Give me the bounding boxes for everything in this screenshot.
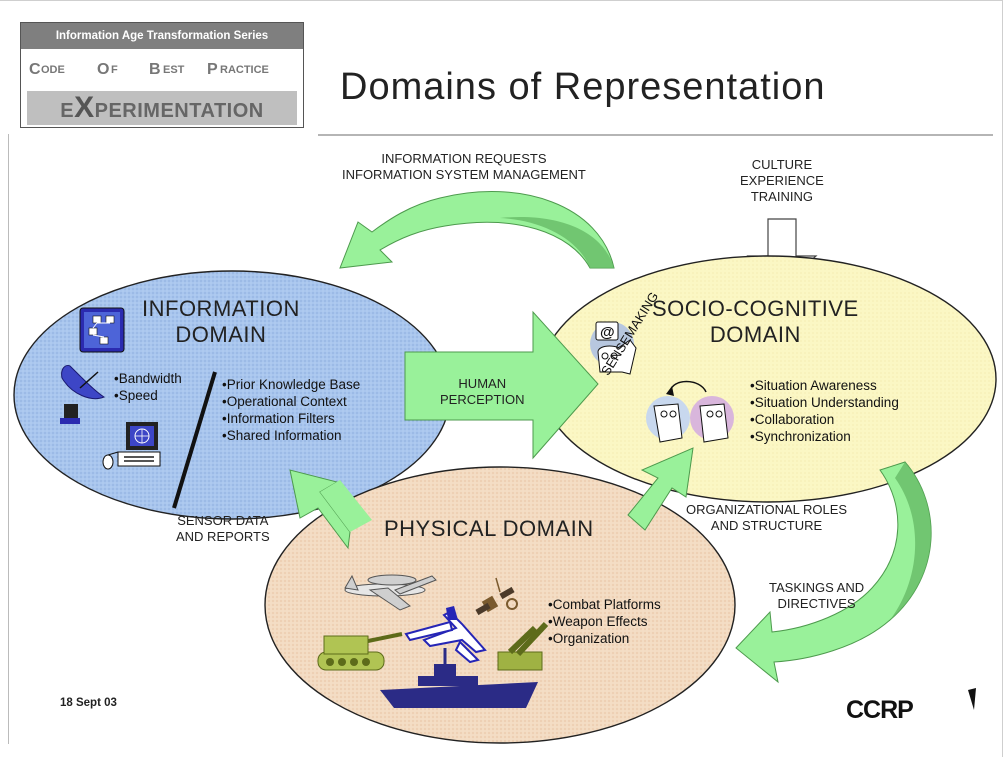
slide-date: 18 Sept 03 (60, 697, 117, 709)
information-domain-title: INFORMATION DOMAIN (142, 296, 300, 348)
org-roles-label: ORGANIZATIONAL ROLES AND STRUCTURE (686, 502, 847, 534)
info-requests-label: INFORMATION REQUESTS INFORMATION SYSTEM … (342, 151, 586, 183)
human-perception-line1: HUMAN (458, 376, 507, 391)
sensemaking-icon (646, 380, 734, 443)
taskings-line1: TASKINGS AND (769, 580, 865, 595)
info-separator-line (172, 371, 217, 509)
svg-text:@: @ (600, 324, 615, 341)
bullet-weapon-effects: •Weapon Effects (548, 614, 648, 629)
physical-domain-ellipse (264, 466, 736, 744)
series-label: Information Age Transformation Series (21, 23, 303, 49)
bullet-organization: •Organization (548, 631, 630, 646)
bullet-speed: •Speed (114, 388, 158, 403)
taskings-label: TASKINGS AND DIRECTIVES (769, 580, 864, 612)
info-bullets-right: •Prior Knowledge Base •Operational Conte… (222, 376, 360, 444)
cobp-c: C (29, 61, 41, 78)
info-title-line2: DOMAIN (175, 322, 267, 347)
sensor-data-line1: SENSOR DATA (177, 513, 269, 528)
bullet-synchronization: •Synchronization (750, 429, 851, 444)
code-of-best-practice: C ODE O F B EST P RACTICE (27, 57, 297, 83)
exp-x: X (74, 91, 95, 124)
human-perception-label: HUMAN PERCEPTION (440, 376, 525, 408)
culture-line2: EXPERIENCE (740, 173, 824, 188)
socio-title-line1: SOCIO-COGNITIVE (652, 296, 859, 321)
bullet-prior-knowledge: •Prior Knowledge Base (222, 377, 361, 392)
culture-line3: TRAINING (750, 189, 813, 204)
sensor-data-arrow-body (320, 480, 372, 532)
computer-icon (102, 422, 161, 470)
ccrp-logo (968, 688, 976, 710)
cobp-b: B (149, 61, 161, 78)
page-title: Domains of Representation (340, 66, 826, 108)
org-roles-arrow (627, 447, 694, 531)
physical-domain-title: PHYSICAL DOMAIN (384, 516, 594, 541)
bullet-situation-awareness: •Situation Awareness (750, 378, 877, 393)
info-requests-arrow (339, 191, 615, 269)
cobp-o: O (97, 61, 110, 78)
taskings-line2: DIRECTIVES (777, 596, 856, 611)
cobp-ractice: RACTICE (220, 64, 269, 76)
satellite-dish-icon (60, 365, 106, 424)
ccrp-logo-text: CCRP (846, 696, 914, 724)
socio-cognitive-title: SOCIO-COGNITIVE DOMAIN (652, 296, 859, 348)
bullet-bandwidth: •Bandwidth (114, 371, 182, 386)
title-rule (318, 134, 993, 136)
info-bullets-left: •Bandwidth •Speed (114, 370, 182, 404)
human-perception-line2: PERCEPTION (440, 392, 525, 407)
bullet-combat-platforms: •Combat Platforms (548, 597, 661, 612)
series-badge: Information Age Transformation Series C … (20, 22, 304, 128)
taskings-arrow (735, 461, 932, 684)
experimentation-label: EXPERIMENTATION (27, 91, 297, 125)
bullet-information-filters: •Information Filters (222, 411, 335, 426)
exp-suffix: PERIMENTATION (94, 100, 264, 122)
awacs-aircraft-icon (344, 574, 437, 611)
info-requests-line2: INFORMATION SYSTEM MANAGEMENT (342, 167, 586, 182)
missile-launcher-icon (497, 621, 549, 671)
left-rule (8, 134, 9, 744)
sensor-data-line2: AND REPORTS (176, 529, 270, 544)
org-roles-line1: ORGANIZATIONAL ROLES (686, 502, 848, 517)
person-at-icon: @ (590, 321, 637, 375)
bullet-situation-understanding: •Situation Understanding (750, 395, 899, 410)
fighter-jet-icon (404, 606, 487, 664)
slide-border-top (0, 0, 1003, 1)
satellite-icon (475, 577, 518, 616)
socio-bullets: •Situation Awareness •Situation Understa… (750, 377, 899, 445)
socio-title-line2: DOMAIN (709, 322, 801, 347)
tank-icon (317, 632, 403, 671)
physical-bullets: •Combat Platforms •Weapon Effects •Organ… (548, 596, 661, 647)
cobp-ode: ODE (41, 64, 65, 76)
network-icon (79, 307, 125, 353)
bullet-operational-context: •Operational Context (222, 394, 347, 409)
ship-icon (380, 648, 538, 708)
sensor-data-label: SENSOR DATA AND REPORTS (176, 513, 270, 545)
bullet-shared-information: •Shared Information (222, 428, 342, 443)
cobp-f: F (111, 64, 118, 76)
culture-label: CULTURE EXPERIENCE TRAINING (740, 157, 824, 205)
cobp-p: P (207, 61, 218, 78)
exp-e: E (60, 100, 75, 122)
info-title-line1: INFORMATION (142, 296, 300, 321)
culture-line1: CULTURE (751, 157, 813, 172)
cobp-est: EST (163, 64, 185, 76)
org-roles-line2: AND STRUCTURE (710, 518, 823, 533)
human-perception-arrow (404, 310, 599, 460)
info-requests-line1: INFORMATION REQUESTS (381, 151, 547, 166)
bullet-collaboration: •Collaboration (750, 412, 835, 427)
